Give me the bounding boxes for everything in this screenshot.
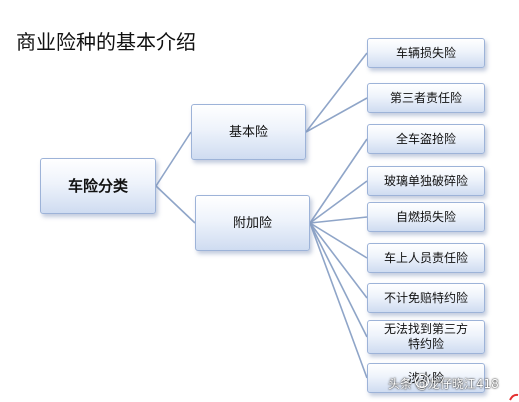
leaf-node: 全车盗抢险 [367, 124, 485, 154]
connector-additional-leaf-3 [309, 222, 368, 259]
connector-additional-leaf-0 [309, 138, 368, 224]
branch-node-basic: 基本险 [191, 104, 306, 160]
toutiao-logo-icon [415, 374, 429, 388]
leaf-node: 车上人员责任险 [367, 243, 485, 273]
red-corner-icon [509, 393, 519, 401]
leaf-node: 车辆损失险 [367, 38, 485, 68]
connector-root-basic [155, 131, 192, 187]
branch-node-additional: 附加险 [195, 195, 310, 251]
connector-additional-leaf-4 [309, 222, 368, 299]
leaf-node: 玻璃单独破碎险 [367, 166, 485, 196]
connector-additional-leaf-2 [309, 216, 368, 224]
leaf-node: 自燃损失险 [367, 202, 485, 232]
leaf-node: 第三者责任险 [367, 83, 485, 113]
connector-additional-leaf-6 [309, 222, 368, 379]
connector-basic-leaf-0 [305, 52, 368, 133]
leaf-node: 无法找到第三方 特约险 [367, 320, 485, 354]
connector-additional-leaf-5 [309, 222, 368, 338]
root-node: 车险分类 [40, 158, 156, 214]
leaf-node: 不计免赔特约险 [367, 283, 485, 313]
page-title: 商业险种的基本介绍 [16, 30, 196, 54]
watermark-text: 头条 @龙仔晓江418 [388, 377, 499, 391]
connector-additional-leaf-1 [309, 180, 368, 224]
connector-basic-leaf-1 [305, 97, 368, 133]
connector-root-additional [155, 185, 196, 224]
